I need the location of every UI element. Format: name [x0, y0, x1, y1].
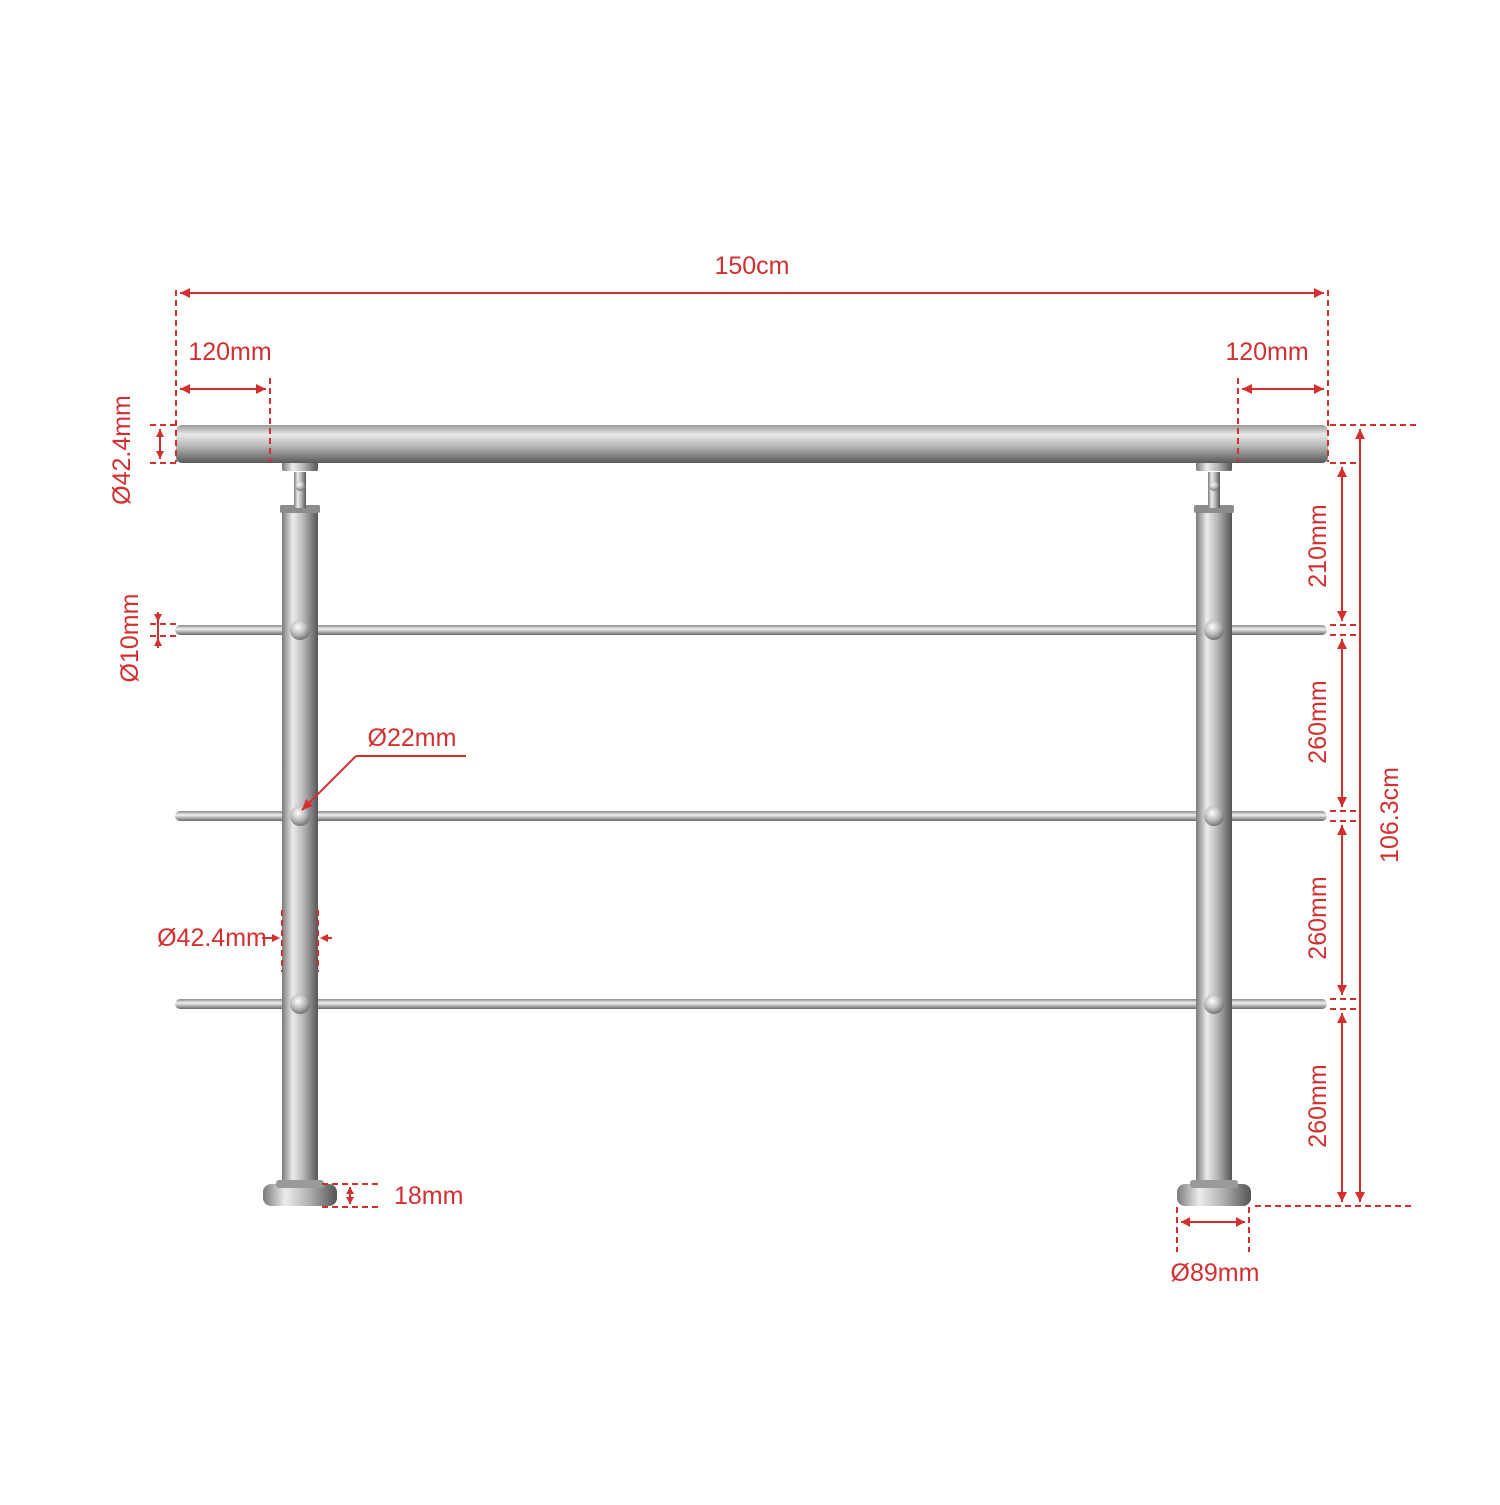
dim-left-overhang: 120mm	[180, 338, 272, 462]
dim-total-length: 150cm	[175, 252, 1329, 462]
dim-handrail-diameter: Ø42.4mm	[108, 395, 176, 505]
right-saddle-plate	[1196, 462, 1232, 471]
left-saddle-pin	[295, 481, 305, 491]
left-overhang-label: 120mm	[188, 338, 271, 366]
dim-right-overhang: 120mm	[1225, 338, 1324, 462]
right-post-cap	[1194, 505, 1234, 513]
dim-right-extension-lines	[1255, 424, 1418, 1207]
right-base-flange	[1177, 1184, 1251, 1206]
right-post	[1177, 462, 1251, 1206]
handrail-tube	[176, 425, 1328, 463]
dim-post-diameter: Ø42.4mm	[157, 910, 332, 972]
right-rod-holder-1	[1204, 620, 1224, 640]
gap-2-label: 260mm	[1304, 876, 1332, 959]
railing	[175, 425, 1328, 1206]
right-post-tube	[1196, 508, 1232, 1188]
infill-rods	[175, 625, 1327, 1009]
left-base-collar	[276, 1180, 324, 1188]
top-gap-label: 210mm	[1304, 504, 1332, 587]
total-length-label: 150cm	[714, 252, 789, 280]
rod-holder-diameter-label: Ø22mm	[368, 724, 457, 752]
total-height-label: 106.3cm	[1376, 767, 1404, 863]
base-diameter-label: Ø89mm	[1171, 1259, 1260, 1287]
dimension-annotations: 150cm 120mm 120mm Ø42.4mm	[108, 252, 1418, 1287]
gap-1-label: 260mm	[1304, 680, 1332, 763]
dim-base-height: 18mm	[322, 1182, 463, 1210]
post-diameter-label: Ø42.4mm	[157, 924, 267, 952]
right-rod-holder-2	[1204, 806, 1224, 826]
dim-rod-diameter: Ø10mm	[116, 594, 176, 683]
right-overhang-label: 120mm	[1225, 338, 1308, 366]
dim-total-height: 106.3cm	[1355, 429, 1404, 1202]
infill-rod-1	[175, 625, 1327, 635]
dim-base-diameter: Ø89mm	[1171, 1207, 1260, 1287]
left-rod-holder-2	[290, 806, 310, 826]
infill-rod-3	[175, 999, 1327, 1009]
infill-rod-2	[175, 811, 1327, 821]
dim-vertical-chain: 210mm 260mm 260mm 260mm	[1304, 467, 1347, 1202]
left-post-tube	[282, 508, 318, 1188]
left-post-cap	[280, 505, 320, 513]
dim-rod-holder-diameter: Ø22mm	[301, 724, 466, 811]
left-post	[263, 462, 337, 1206]
right-rod-holder-3	[1204, 994, 1224, 1014]
handrail-diameter-label: Ø42.4mm	[108, 395, 136, 505]
right-base-collar	[1190, 1180, 1238, 1188]
gap-3-label: 260mm	[1304, 1064, 1332, 1147]
base-height-label: 18mm	[394, 1182, 463, 1210]
left-saddle-plate	[282, 462, 318, 471]
right-saddle-pin	[1209, 481, 1219, 491]
rod-diameter-label: Ø10mm	[116, 594, 144, 683]
left-base-flange	[263, 1184, 337, 1206]
left-rod-holder-3	[290, 994, 310, 1014]
left-rod-holder-1	[290, 620, 310, 640]
